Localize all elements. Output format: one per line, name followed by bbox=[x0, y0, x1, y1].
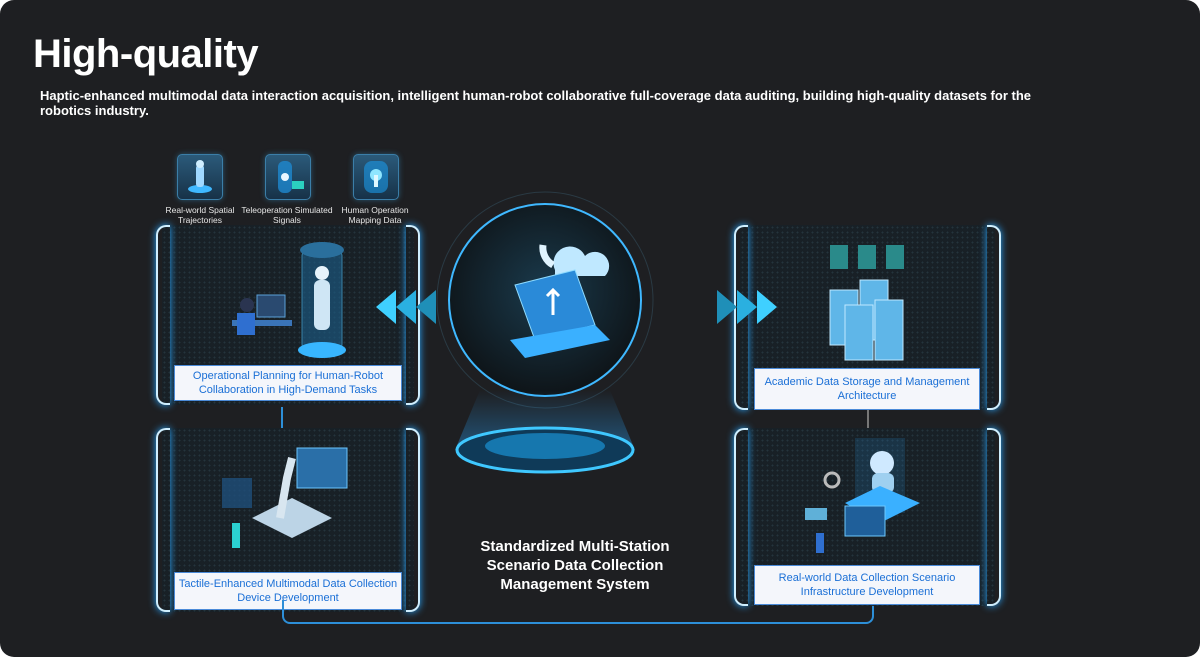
label-tactile-device: Tactile-Enhanced Multimodal Data Collect… bbox=[174, 572, 402, 610]
hand-mapping-icon bbox=[353, 154, 399, 200]
connector-line bbox=[282, 600, 874, 624]
page-subtitle: Haptic-enhanced multimodal data interact… bbox=[40, 88, 1031, 118]
robot-trajectory-icon bbox=[177, 154, 223, 200]
cloud-laptop-hub-illustration bbox=[436, 191, 654, 474]
panel-operational-planning: Operational Planning for Human-Robot Col… bbox=[156, 225, 420, 405]
connector-line bbox=[867, 410, 869, 428]
center-system-label: Standardized Multi-Station Scenario Data… bbox=[480, 538, 670, 593]
data-type-label: Human Operation Mapping Data bbox=[341, 205, 409, 225]
robot-capsule-illustration bbox=[232, 242, 346, 358]
page-title: High-quality bbox=[33, 32, 259, 76]
data-type-label: Teleoperation Simulated Signals bbox=[241, 205, 333, 225]
ai-infrastructure-illustration bbox=[805, 438, 920, 553]
label-data-storage: Academic Data Storage and Management Arc… bbox=[754, 368, 980, 410]
panel-infrastructure: Real-world Data Collection Scenario Infr… bbox=[734, 428, 1001, 606]
label-infrastructure: Real-world Data Collection Scenario Infr… bbox=[754, 565, 980, 605]
panel-data-storage: Academic Data Storage and Management Arc… bbox=[734, 225, 1001, 410]
server-stack-illustration bbox=[829, 245, 904, 361]
panel-tactile-device: Tactile-Enhanced Multimodal Data Collect… bbox=[156, 428, 420, 612]
arrow-right-icon bbox=[717, 290, 777, 324]
label-operational-planning: Operational Planning for Human-Robot Col… bbox=[174, 365, 402, 401]
tactile-device-illustration bbox=[222, 447, 348, 548]
data-type-label: Real-world Spatial Trajectories bbox=[165, 205, 235, 225]
teleoperation-icon bbox=[265, 154, 311, 200]
connector-line bbox=[281, 407, 283, 428]
arrow-left-icon bbox=[376, 290, 436, 324]
